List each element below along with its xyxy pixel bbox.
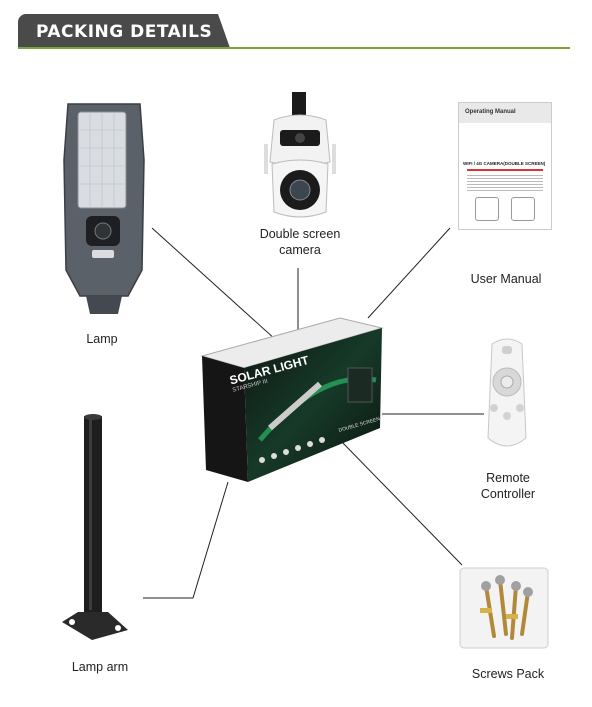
header-tab	[18, 14, 230, 48]
manual-title: Operating Manual	[465, 109, 516, 115]
caption-remote-line2: Controller	[480, 487, 536, 501]
caption-camera-line2: camera	[279, 243, 321, 257]
caption-camera: Double screen camera	[248, 226, 352, 258]
caption-camera-line1: Double screen	[259, 227, 341, 241]
box-image	[200, 317, 384, 482]
caption-remote: Remote Controller	[470, 470, 546, 502]
caption-manual: User Manual	[470, 272, 542, 286]
section-title: PACKING DETAILS	[36, 22, 213, 42]
manual-image: Operating Manual WIFI / 4G CAMERA(DOUBLE…	[458, 102, 552, 230]
line-arm	[143, 481, 229, 599]
caption-lamp: Lamp	[86, 332, 118, 346]
manual-subtitle: WIFI / 4G CAMERA(DOUBLE SCREEN)	[463, 161, 546, 166]
lamp-image	[63, 103, 145, 314]
header-rule	[18, 47, 570, 49]
line-screws	[339, 439, 463, 566]
line-lamp	[151, 227, 277, 341]
caption-remote-line1: Remote	[486, 471, 530, 485]
screws-image	[459, 567, 549, 649]
remote-image	[487, 338, 527, 447]
line-manual	[367, 227, 451, 319]
caption-arm: Lamp arm	[71, 660, 129, 674]
lamp-arm-image	[62, 414, 128, 640]
camera-image	[264, 92, 336, 218]
caption-screws: Screws Pack	[471, 667, 545, 681]
